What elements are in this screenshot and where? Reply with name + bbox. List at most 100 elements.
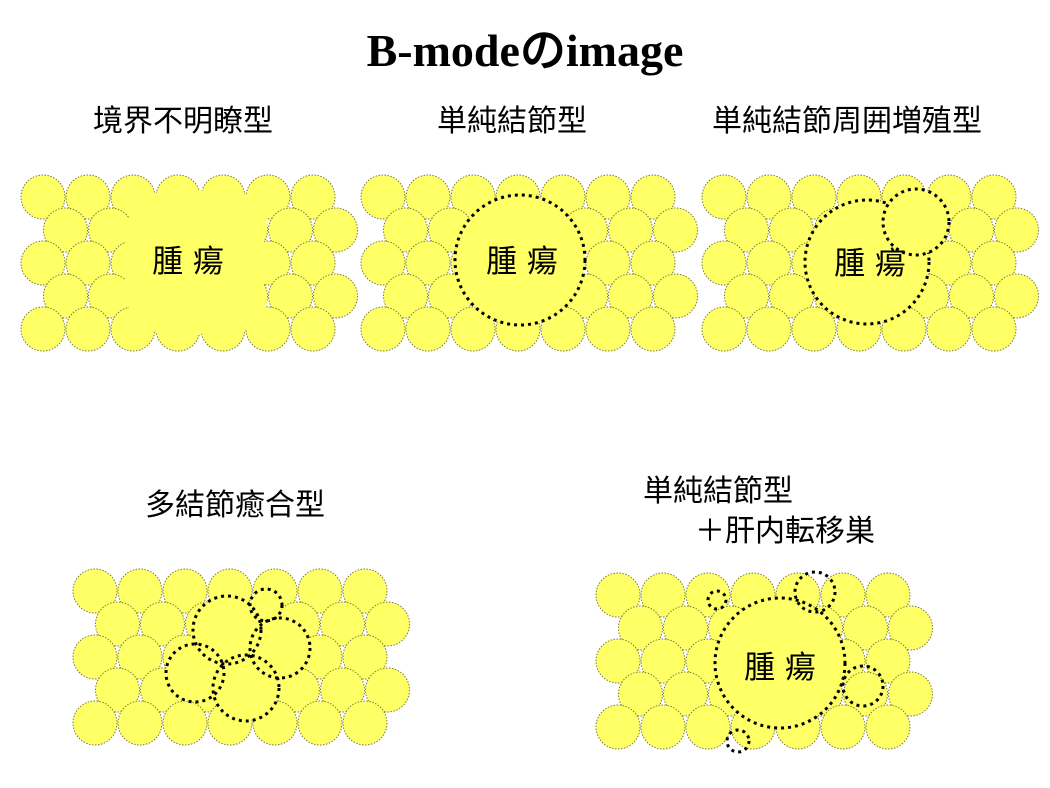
- cell: [72, 634, 118, 680]
- cell: [746, 306, 792, 352]
- cell: [450, 306, 496, 352]
- cell: [365, 601, 410, 647]
- cell: [663, 671, 708, 717]
- cell: [685, 572, 731, 618]
- panel-ill-defined: 腫 瘍: [20, 174, 358, 352]
- tumor-label: 腫 瘍: [486, 244, 558, 280]
- cell: [701, 174, 747, 220]
- cell: [630, 306, 676, 352]
- tumor-nodule: [193, 596, 261, 664]
- metastasis-outline: [725, 728, 751, 754]
- metastasis-outline: [841, 664, 885, 708]
- cell: [618, 605, 663, 651]
- cell: [994, 273, 1039, 319]
- cell: [20, 174, 66, 220]
- tumor-label: 腫 瘍: [834, 246, 906, 282]
- nodule-outline: [211, 653, 281, 723]
- cell: [653, 207, 698, 253]
- panel-label-confluent-multinodular: 多結節癒合型: [145, 488, 325, 523]
- tumor-nodule: [128, 193, 192, 257]
- cell: [630, 240, 676, 286]
- tumor-nodule: [128, 268, 192, 332]
- cell: [313, 207, 358, 253]
- cell: [162, 700, 208, 746]
- cell: [290, 306, 336, 352]
- cell: [971, 174, 1017, 220]
- cell: [769, 273, 814, 319]
- cell: [360, 174, 406, 220]
- cell: [888, 671, 933, 717]
- cell: [342, 634, 388, 680]
- slide-title: B-modeのimage: [366, 25, 684, 76]
- cell: [65, 306, 111, 352]
- cell: [926, 240, 972, 286]
- tumor-nodule: [881, 187, 951, 257]
- cell: [342, 700, 388, 746]
- tumor-nodule: [213, 655, 279, 721]
- cell: [630, 174, 676, 220]
- panel-simple-nodular: 腫 瘍: [360, 174, 698, 352]
- cell: [342, 568, 388, 614]
- cell: [297, 568, 343, 614]
- cell: [618, 671, 663, 717]
- tumor-nodule: [203, 193, 267, 257]
- cell: [888, 605, 933, 651]
- panel-confluent-multinodular: [72, 568, 410, 746]
- cell: [20, 240, 66, 286]
- nodule-outline: [248, 616, 312, 680]
- nodule-outline: [164, 642, 226, 704]
- cell: [746, 240, 792, 286]
- cell: [585, 306, 631, 352]
- tumor-nodule: [203, 268, 267, 332]
- cell: [297, 700, 343, 746]
- cell: [117, 634, 163, 680]
- cell: [72, 568, 118, 614]
- cell: [313, 273, 358, 319]
- cell: [360, 306, 406, 352]
- cell: [791, 306, 837, 352]
- cell: [383, 273, 428, 319]
- tumor-nodule: [453, 193, 587, 327]
- cell: [865, 638, 911, 684]
- cell: [701, 240, 747, 286]
- cell: [724, 207, 769, 253]
- cell: [971, 240, 1017, 286]
- cell: [320, 667, 365, 713]
- cell: [268, 273, 313, 319]
- cell: [865, 704, 911, 750]
- cell: [162, 568, 208, 614]
- cell: [769, 207, 814, 253]
- cell: [290, 174, 336, 220]
- cell: [843, 671, 888, 717]
- cell: [268, 207, 313, 253]
- cell: [43, 207, 88, 253]
- panel-simple-nodular-metastasis: 腫 瘍: [595, 570, 933, 754]
- cell: [383, 207, 428, 253]
- cell: [608, 207, 653, 253]
- panel-label-simple-nodular: 単純結節型: [437, 104, 587, 139]
- tumor-label: 腫 瘍: [744, 650, 816, 686]
- cell: [843, 605, 888, 651]
- cell: [72, 700, 118, 746]
- cell: [43, 273, 88, 319]
- cell: [949, 207, 994, 253]
- cell: [595, 704, 641, 750]
- cell: [405, 174, 451, 220]
- cell: [820, 704, 866, 750]
- tumor-label: 腫 瘍: [152, 244, 224, 280]
- cell: [405, 306, 451, 352]
- cell: [290, 240, 336, 286]
- cell: [405, 240, 451, 286]
- cell: [320, 601, 365, 647]
- cell: [640, 638, 686, 684]
- cell: [365, 667, 410, 713]
- panel-label-ill-defined: 境界不明瞭型: [93, 104, 273, 139]
- cell: [65, 174, 111, 220]
- panel-simple-nodular-extranodular: 腫 瘍: [701, 174, 1039, 352]
- cell: [65, 240, 111, 286]
- panel-label-simple-nodular-extranodular: 単純結節周囲増殖型: [712, 104, 982, 139]
- cell: [724, 273, 769, 319]
- panel-label-simple-nodular-metastasis-line2: ＋肝内転移巣: [695, 514, 875, 549]
- nodule-outline: [191, 594, 263, 666]
